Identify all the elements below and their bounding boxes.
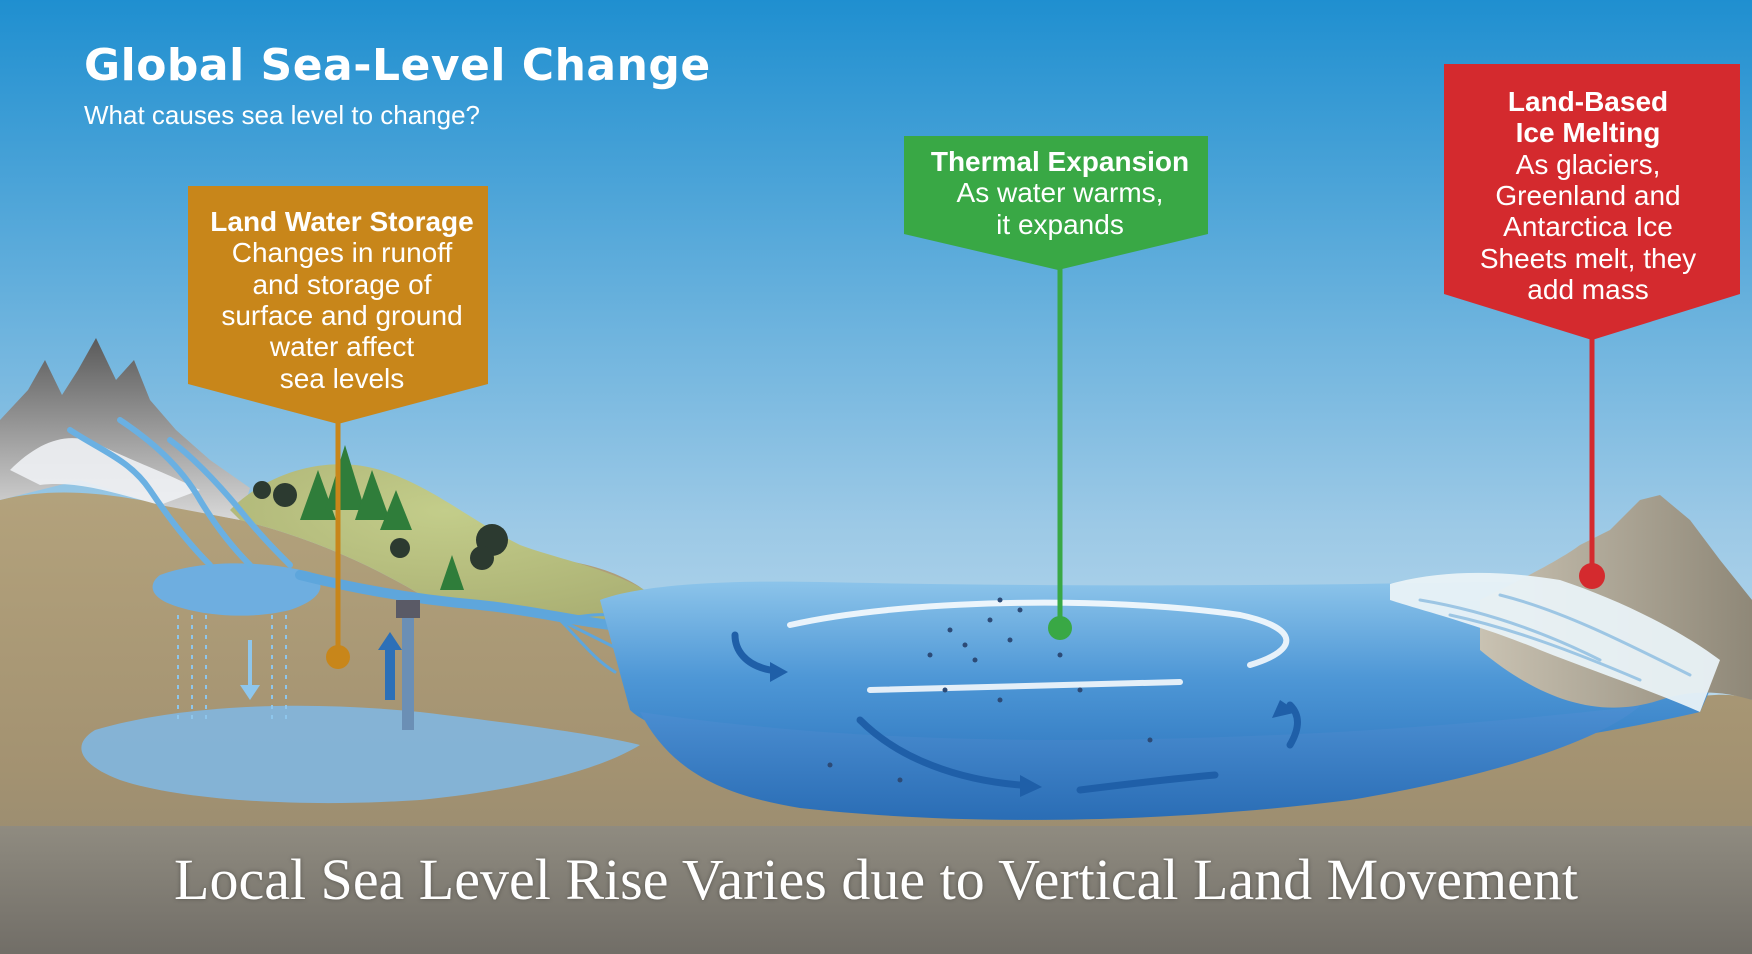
current-arrowheads bbox=[770, 662, 1298, 797]
mountain-streams bbox=[67, 417, 293, 568]
land-water-body: Changes in runoff and storage of surface… bbox=[221, 237, 463, 394]
ice-melting-callout-text: Land-Based Ice Melting As glaciers, Gree… bbox=[1448, 86, 1728, 306]
infiltration-dashes bbox=[177, 615, 287, 720]
current-arrows bbox=[731, 631, 1301, 794]
water-particles bbox=[827, 597, 1153, 783]
trees bbox=[253, 445, 508, 590]
caption-band bbox=[0, 826, 1752, 954]
well-pump-icon bbox=[378, 600, 420, 730]
inland-lake bbox=[152, 563, 321, 616]
diagram-subtitle: What causes sea level to change? bbox=[84, 100, 481, 130]
groundwater-pool bbox=[81, 705, 640, 804]
circulation-arrows bbox=[787, 599, 1290, 693]
land-water-callout-text: Land Water Storage Changes in runoff and… bbox=[194, 206, 490, 394]
land-water-heading: Land Water Storage bbox=[210, 206, 474, 237]
thermal-callout-text: Thermal Expansion As water warms, it exp… bbox=[910, 146, 1210, 240]
infiltration-arrow-icon bbox=[240, 640, 260, 700]
ice-streaks bbox=[1418, 593, 1692, 682]
ice-melting-heading: Land-Based Ice Melting bbox=[1507, 86, 1669, 149]
thermal-body: As water warms, it expands bbox=[956, 177, 1164, 240]
thermal-callout bbox=[904, 136, 1208, 640]
left-mountain-snow bbox=[10, 438, 200, 505]
ice-melting-callout bbox=[1444, 64, 1740, 589]
ocean-deep bbox=[640, 706, 1640, 820]
ice-melting-body: As glaciers, Greenland and Antarctica Ic… bbox=[1479, 148, 1697, 306]
thermal-heading: Thermal Expansion bbox=[930, 146, 1190, 177]
caption-text: Local Sea Level Rise Varies due to Verti… bbox=[174, 847, 1578, 912]
land-water-callout bbox=[188, 186, 488, 669]
diagram-title: Global Sea-Level Change bbox=[84, 40, 711, 91]
right-mountain-ice bbox=[1390, 572, 1720, 712]
